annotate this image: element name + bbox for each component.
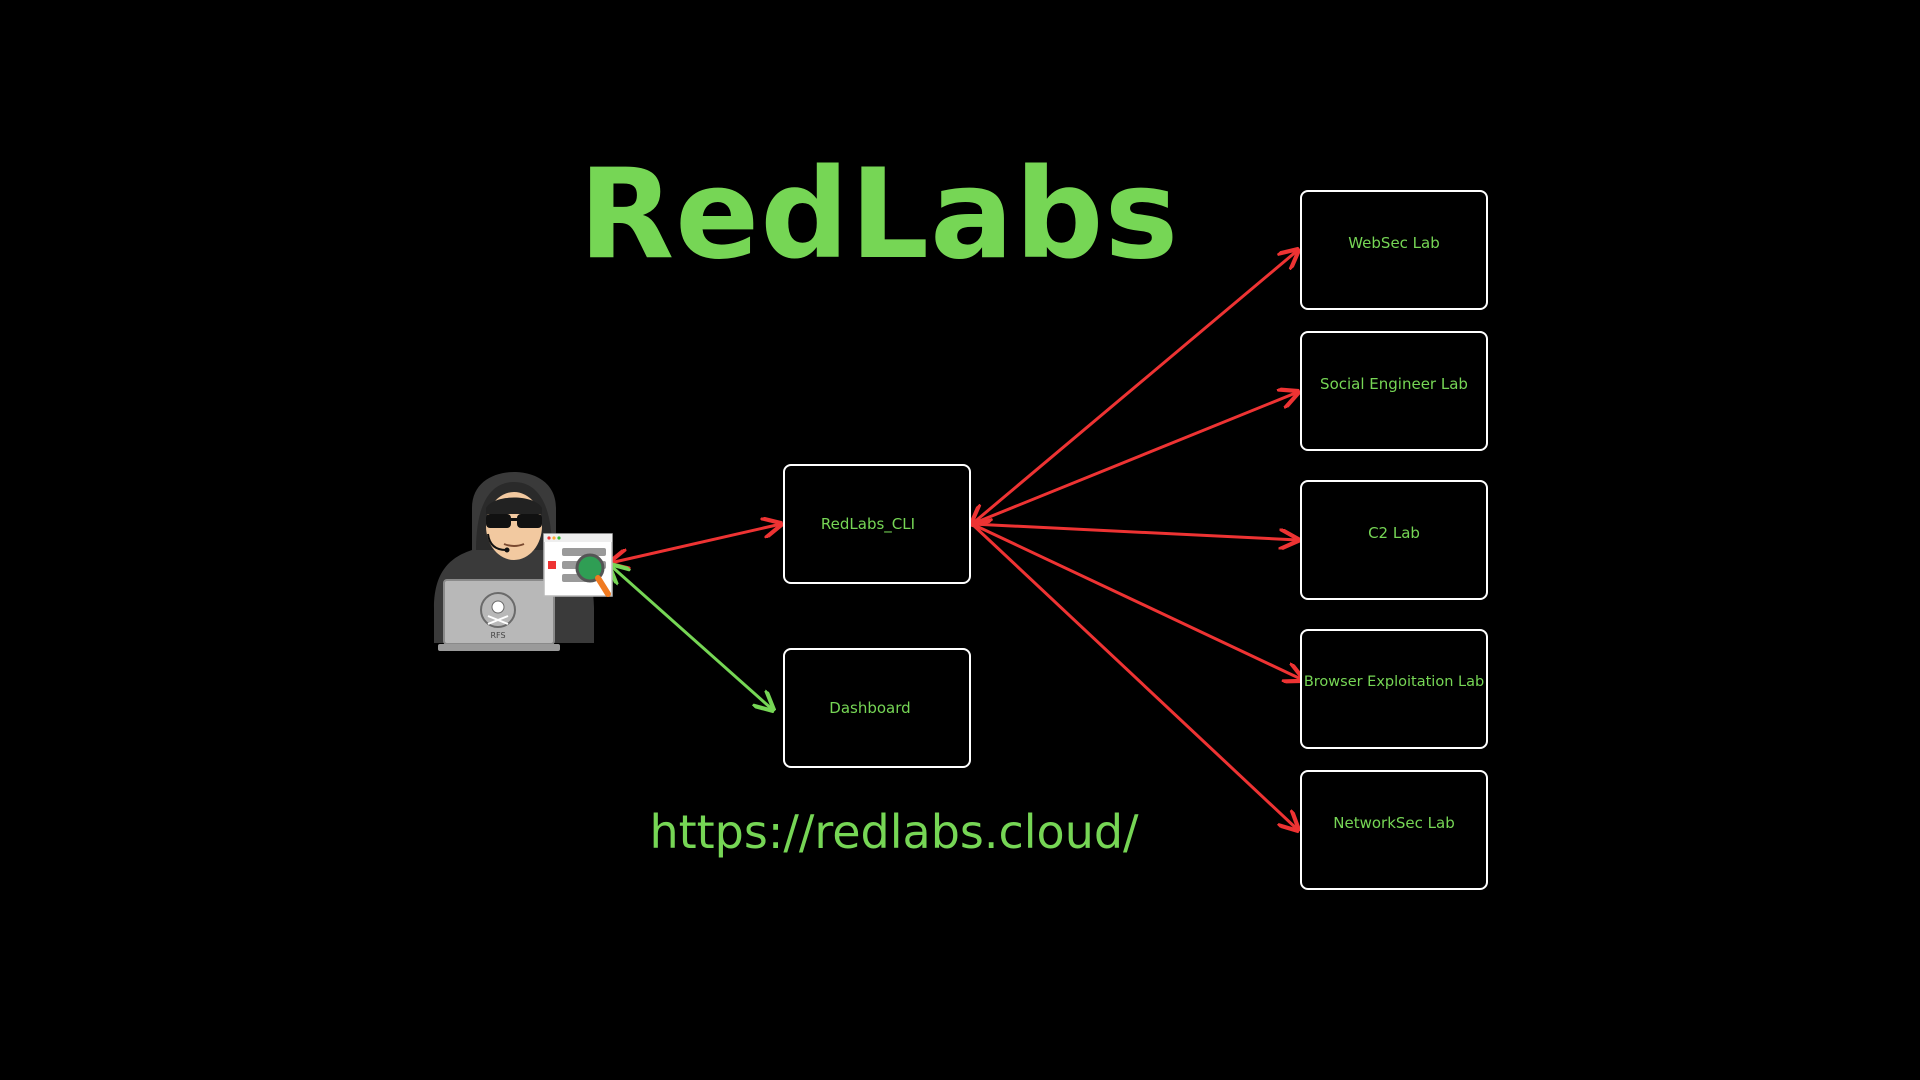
lab-node-label: NetworkSec Lab [1333, 814, 1455, 832]
page-title: RedLabs [578, 143, 1180, 287]
arrow-cli-to-social-engineer [971, 392, 1298, 526]
redlabs-cli-label: RedLabs_CLI [820, 515, 916, 533]
lab-node-label: C2 Lab [1368, 524, 1420, 542]
lab-node-browser-exploitation[interactable]: Browser Exploitation Lab [1300, 629, 1488, 749]
lab-node-label: WebSec Lab [1348, 234, 1440, 252]
dashboard-label: Dashboard [829, 699, 911, 717]
arrow-cli-to-browser-exploitation [971, 522, 1303, 680]
lab-node-networksec[interactable]: NetworkSec Lab [1300, 770, 1488, 890]
lab-node-label: Social Engineer Lab [1320, 375, 1468, 393]
arrow-cli-to-networksec [970, 522, 1298, 830]
hacker-with-laptop-icon: RFS [434, 472, 613, 651]
arrow-user-to-dashboard [610, 565, 773, 710]
redlabs-cli-node[interactable]: RedLabs_CLI [783, 464, 971, 584]
site-url[interactable]: https://redlabs.cloud/ [649, 805, 1139, 859]
arrow-cli-to-websec [972, 250, 1298, 524]
dashboard-node[interactable]: Dashboard [783, 648, 971, 768]
arrow-cli-to-c2 [971, 522, 1298, 540]
arrow-user-to-cli [610, 524, 781, 563]
laptop-label: RFS [490, 631, 505, 640]
lab-node-label: Browser Exploitation Lab [1303, 674, 1485, 690]
lab-node-social-engineer[interactable]: Social Engineer Lab [1300, 331, 1488, 451]
login-window-icon [543, 533, 613, 597]
lab-node-websec[interactable]: WebSec Lab [1300, 190, 1488, 310]
lab-node-c2[interactable]: C2 Lab [1300, 480, 1488, 600]
